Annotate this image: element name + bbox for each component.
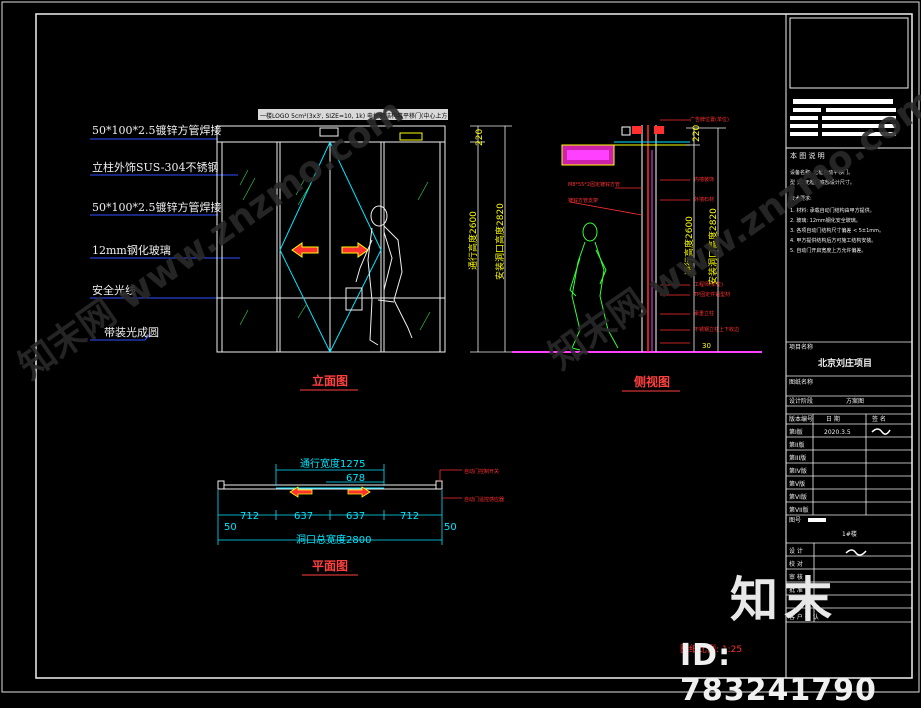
- tb-note-8: 5. 自动门开启宽度上方允许偏差。: [790, 247, 866, 254]
- tb-project-label: 项目名称: [789, 343, 813, 351]
- plan-view: 通行宽度1275 678 712 637 637 712 50 50 洞口总宽度…: [217, 457, 504, 576]
- elev-label-6: 带装光成圆: [104, 325, 159, 339]
- tb-version-header-2: 日 期: [826, 415, 840, 423]
- tb-role-2: 校 对: [789, 560, 803, 568]
- tb-scale: 图纸比例: 1:25: [680, 643, 742, 655]
- tb-signature-design: [845, 549, 867, 556]
- plan-side-dim-right: 50: [444, 522, 457, 533]
- tb-note-7: 4. 甲方提供结构后方可施工结构安装。: [790, 237, 876, 244]
- tb-note-4: 1. 材料: 承载自动门结构由甲方提供。: [790, 207, 875, 214]
- elev-dim-install: 安装洞口高度2820: [494, 203, 506, 280]
- side-label-8: 承重立柱: [694, 310, 714, 317]
- plan-note-1: 自动门控制开关: [464, 468, 499, 475]
- outer-border: [1, 1, 920, 693]
- tb-version-2: 第II版: [789, 441, 805, 449]
- side-title: 侧视图: [634, 374, 670, 389]
- tb-signature-v1: [871, 428, 891, 435]
- tb-role-3: 审 核: [789, 573, 803, 581]
- side-label-5: 外墙石材: [694, 196, 714, 203]
- elev-label-2: 立柱外饰SUS-304不锈钢: [92, 160, 218, 174]
- plan-note-2: 自动门遥控感应器: [464, 496, 504, 503]
- tb-version-6: 第VI版: [789, 493, 807, 501]
- tb-project-name: 北京刘庄项目: [818, 357, 872, 369]
- elevation-view: 50*100*2.5镀锌方管焊接 立柱外饰SUS-304不锈钢 50*100*2…: [90, 109, 512, 391]
- side-label-4: 镀锌方管支架: [568, 197, 598, 204]
- tb-version-5: 第V版: [789, 480, 805, 488]
- side-view: 广告牌位置(单位) 内墙装饰 M8*55*2固定镀锌方管 镀锌方管支架 外墙石材…: [512, 116, 762, 392]
- elev-label-3: 50*100*2.5镀锌方管焊接: [92, 200, 222, 214]
- side-label-1: 广告牌位置(单位): [690, 116, 729, 123]
- elev-title: 立面图: [312, 373, 348, 388]
- tb-note-6: 3. 各项自动门结构尺寸偏差 < 5±1mm。: [790, 227, 884, 234]
- plan-side-dim-left: 50: [224, 522, 237, 533]
- elev-label-5: 安全光线: [92, 283, 136, 297]
- plan-dim-pass: 通行宽度1275: [300, 457, 365, 470]
- tb-role-5: 客 户 确 认: [789, 613, 819, 621]
- tb-drawing-no-value: 1#楼: [842, 530, 857, 538]
- plan-title: 平面图: [312, 559, 348, 573]
- tb-role-4: 批 准: [789, 586, 803, 594]
- tb-note-3: 技术要求:: [790, 195, 812, 202]
- side-label-9: 不锈钢立柱上下收边: [694, 326, 739, 333]
- watermark-id: ID: 783241790: [680, 638, 877, 708]
- elev-dim-top: 220: [475, 129, 485, 146]
- tb-version-header-3: 签 名: [872, 415, 886, 423]
- elev-label-1: 50*100*2.5镀锌方管焊接: [92, 123, 222, 137]
- tb-version-3: 第III版: [789, 454, 806, 462]
- side-label-7: TP固定件铝型材: [693, 291, 730, 298]
- tb-design-stage-value: 方案图: [846, 397, 864, 405]
- title-block: 本 图 说 明 设备名称: 无框自动平移门。 型 式: 无框门底部设计尺寸。 技…: [680, 13, 913, 679]
- plan-dim-total: 洞口总宽度2800: [296, 533, 371, 546]
- tb-note-2: 型 式: 无框门底部设计尺寸。: [790, 179, 855, 186]
- plan-seg-3: 637: [346, 511, 365, 522]
- tb-role-1: 设 计: [789, 547, 803, 555]
- elev-arrow-left-icon: [291, 242, 319, 258]
- watermark-logo: 知末: [730, 572, 839, 628]
- side-dim-install: 安装洞口高度2820: [707, 208, 719, 285]
- elev-label-4: 12mm钢化玻璃: [92, 243, 171, 257]
- plan-dim-center: 678: [346, 473, 365, 484]
- plan-arrow-right-icon: [347, 486, 371, 498]
- plan-seg-2: 637: [294, 511, 313, 522]
- side-dim-top: 220: [692, 125, 702, 142]
- elev-arrow-right-icon: [341, 242, 369, 258]
- tb-notes-header: 本 图 说 明: [790, 151, 825, 160]
- side-dim-clear: 通行高度2600: [683, 216, 695, 275]
- side-dim-bottom: 30: [702, 342, 711, 350]
- side-person-figure: [569, 222, 619, 351]
- tb-note-5: 2. 玻璃: 12mm钢化安全玻璃。: [790, 217, 861, 224]
- side-label-3: M8*55*2固定镀锌方管: [568, 181, 620, 188]
- elev-dim-clear: 通行高度2600: [467, 211, 479, 270]
- plan-arrow-left-icon: [289, 486, 313, 498]
- side-label-2: 内墙装饰: [694, 176, 714, 183]
- side-label-6: 工程师(单位): [694, 281, 723, 288]
- tb-drawing-name-label: 图纸名称: [789, 378, 813, 386]
- elev-person-figure: [345, 205, 413, 346]
- tb-version-7: 第VII版: [789, 506, 809, 514]
- elev-top-note: 一楼LOGO 5cm²(3x3', SIZE=10, 1k) 电控钢结构幕平移门…: [260, 112, 477, 120]
- tb-design-stage-label: 设计阶段: [789, 397, 813, 405]
- plan-seg-1: 712: [240, 511, 259, 522]
- plan-seg-4: 712: [400, 511, 419, 522]
- tb-note-1: 设备名称: 无框自动平移门。: [790, 169, 853, 176]
- tb-version-header-1: 版本编号: [789, 415, 813, 423]
- tb-drawing-no-label: 图号: [789, 517, 801, 524]
- tb-version-1: 第I版: [789, 428, 803, 436]
- tb-version-4: 第IV版: [789, 467, 807, 475]
- tb-version-1-date: 2020.3.5: [824, 429, 851, 436]
